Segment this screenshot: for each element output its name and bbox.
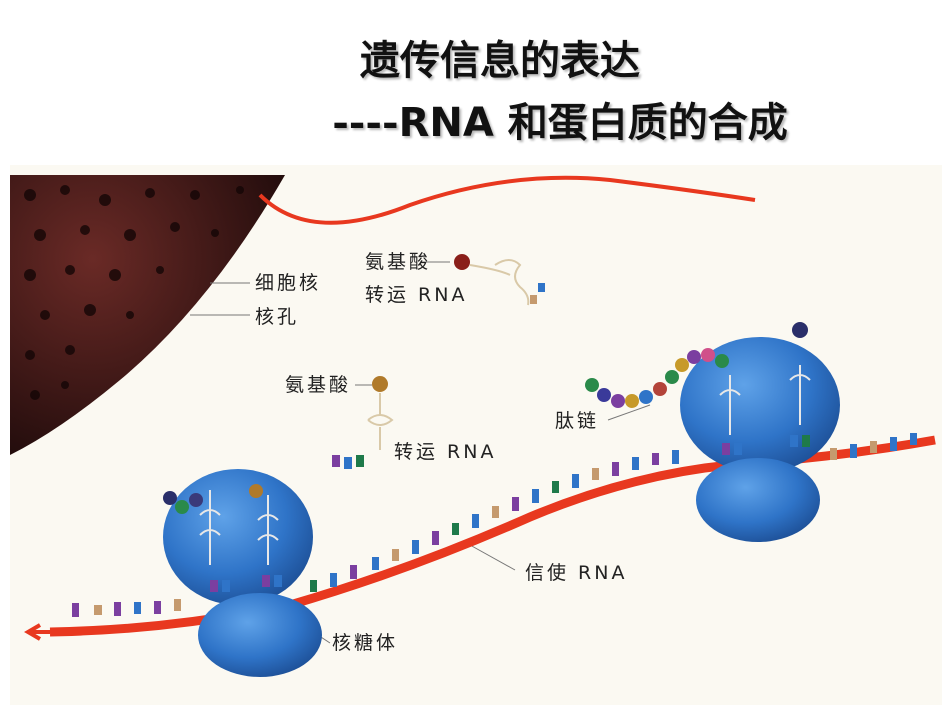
label-amino-acid-2: 氨基酸 <box>285 374 351 396</box>
label-amino-acid-1: 氨基酸 <box>365 251 431 273</box>
label-nuclear-pore: 核孔 <box>255 306 299 328</box>
label-ribosome: 核糖体 <box>332 632 398 654</box>
label-trna-2: 转运 RNA <box>394 441 496 463</box>
label-trna-1: 转运 RNA <box>365 284 467 306</box>
arrow-left-icon <box>24 623 50 641</box>
mrna-exiting-nucleus <box>258 175 756 225</box>
peptide-chain <box>585 348 729 408</box>
label-nucleus: 细胞核 <box>255 272 321 294</box>
label-peptide-chain: 肽链 <box>555 410 599 432</box>
page-subtitle: ----RNA 和蛋白质的合成 <box>120 90 950 148</box>
nucleus-shape <box>10 175 285 455</box>
translation-diagram: 细胞核 核孔 氨基酸 转运 RNA 氨基酸 转运 RNA 肽链 信使 RNA 核… <box>10 165 942 705</box>
page-title: 遗传信息的表达 <box>360 38 640 84</box>
codon-bases <box>72 433 917 617</box>
subtitle-dashes: ---- <box>332 99 399 146</box>
subtitle-text: RNA 和蛋白质的合成 <box>398 100 788 146</box>
trna-free-2 <box>332 376 394 469</box>
ribosome-right <box>680 322 840 542</box>
trna-free-1 <box>454 254 545 306</box>
label-mrna: 信使 RNA <box>525 562 627 584</box>
ribosome-left <box>163 469 322 677</box>
